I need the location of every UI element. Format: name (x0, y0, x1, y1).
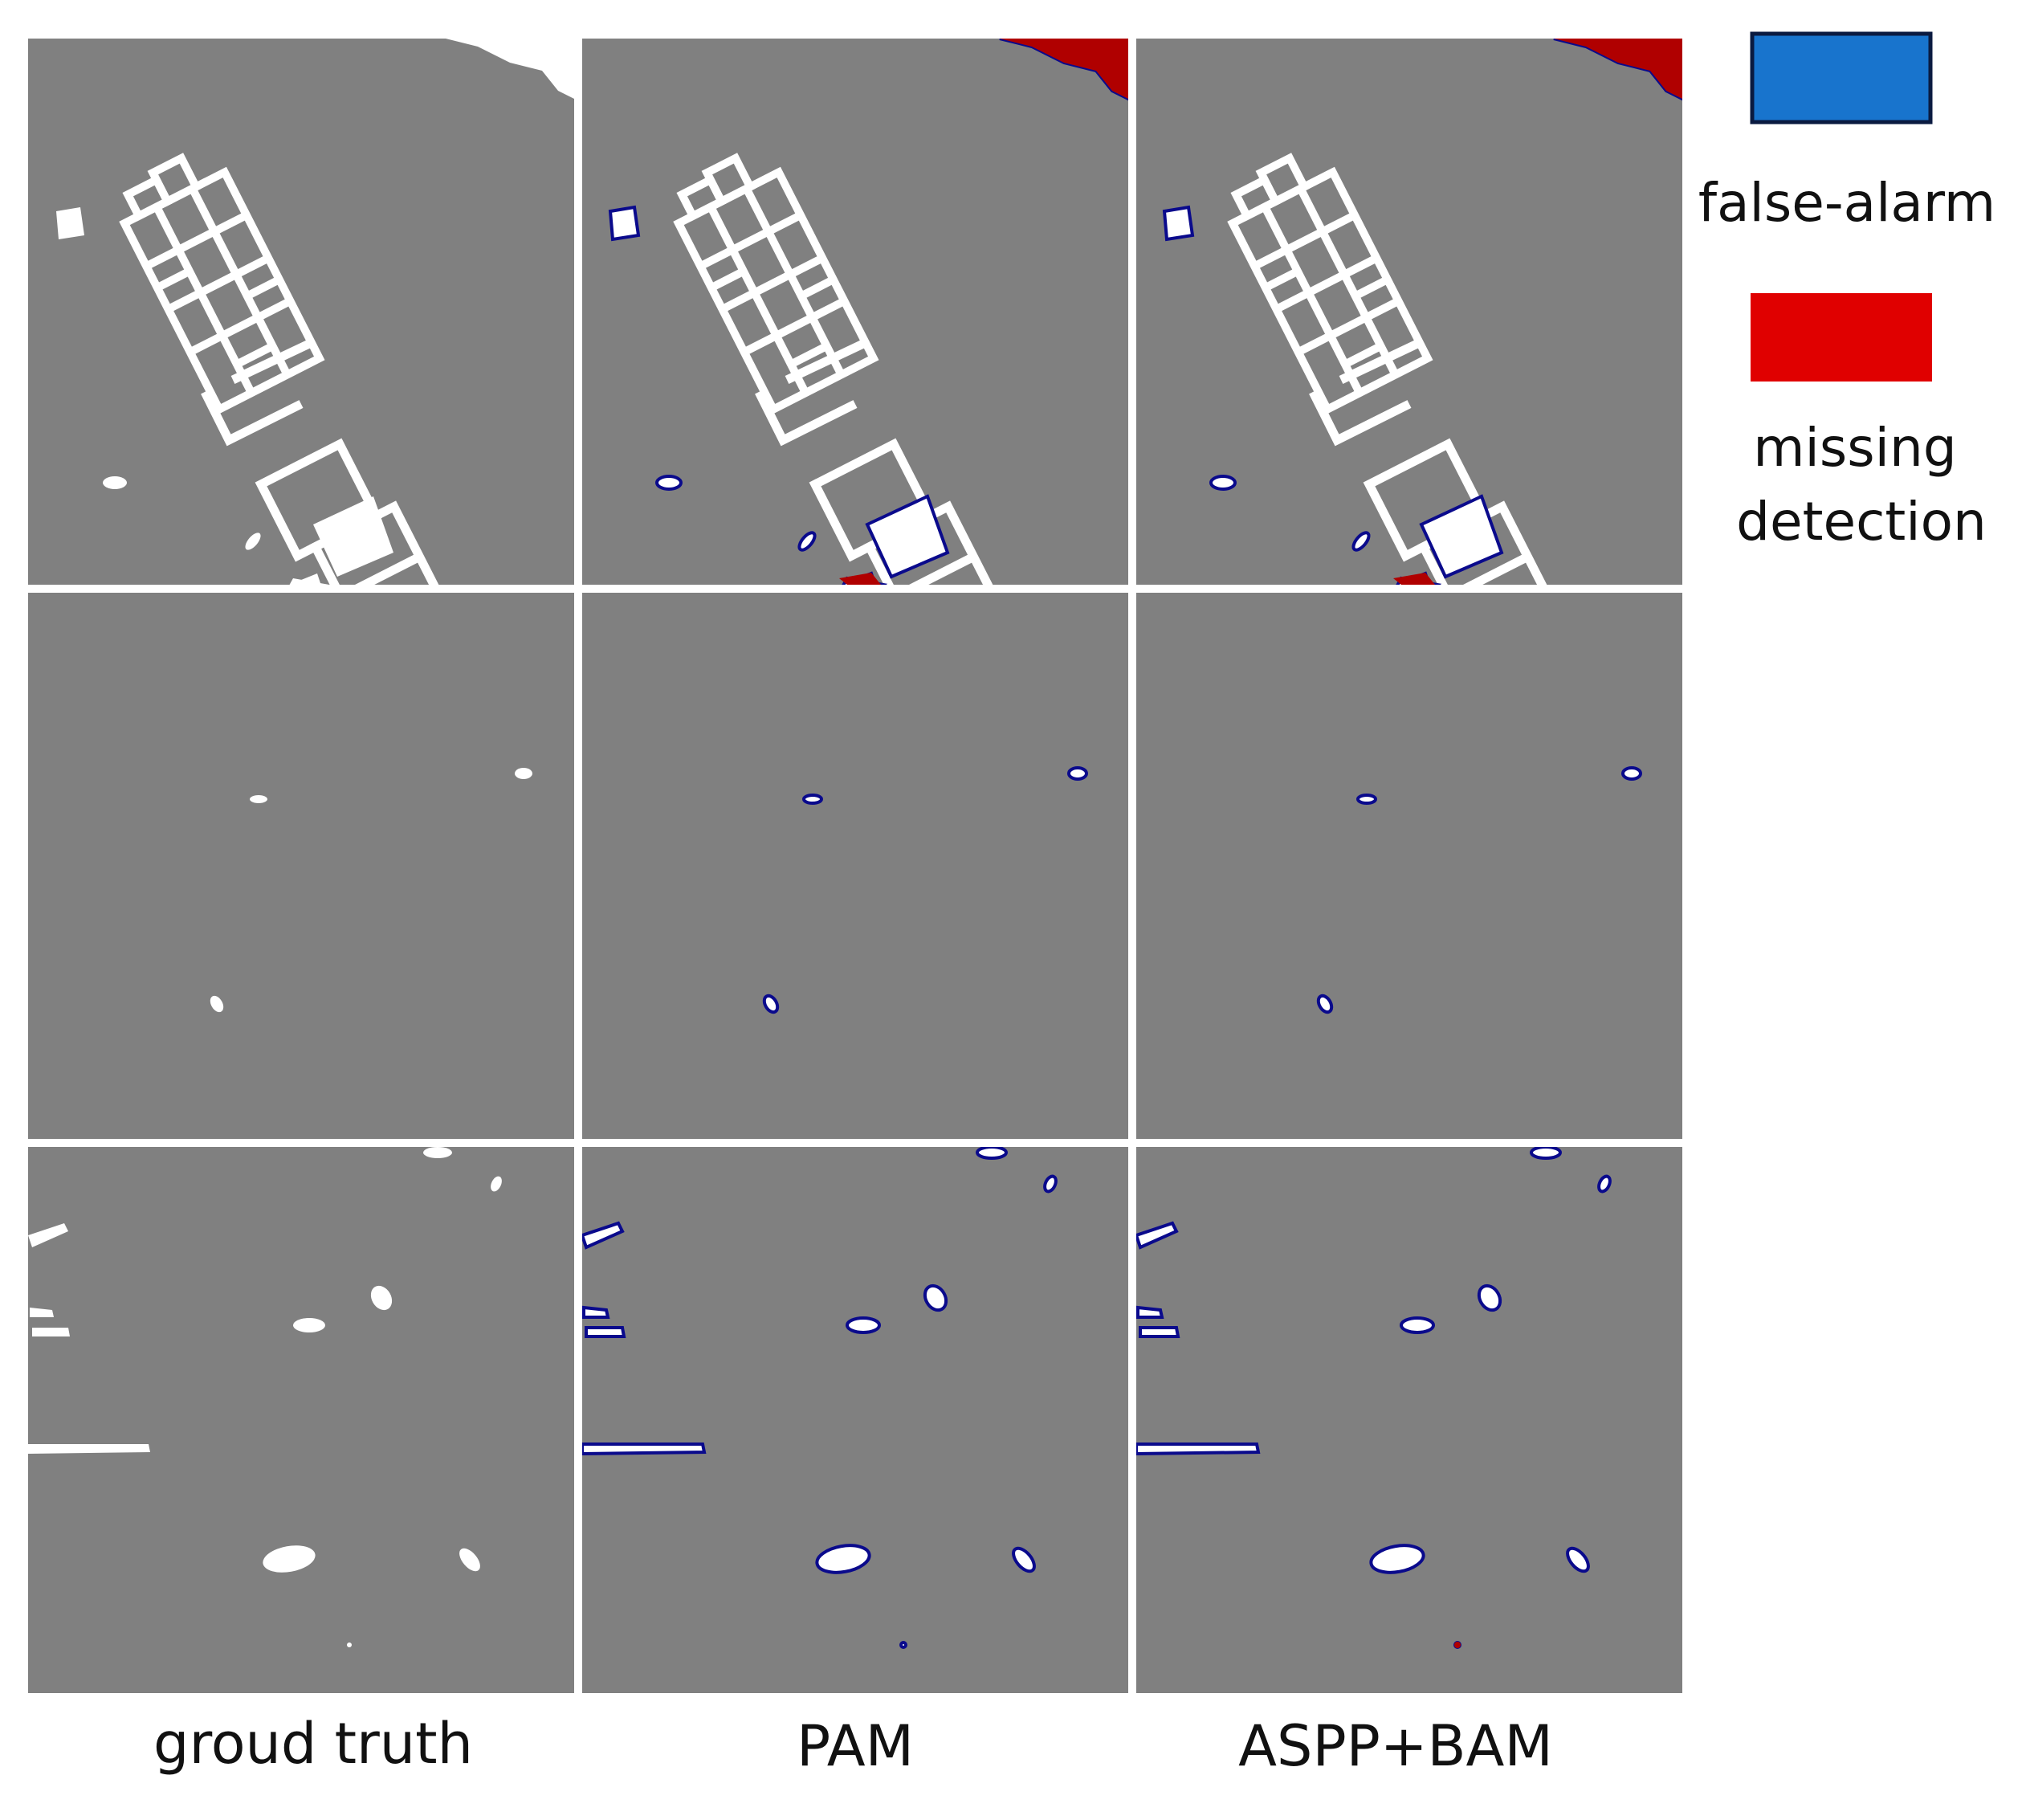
column-label-aspp-bam: ASPP+BAM (1238, 1713, 1553, 1779)
legend-missing-detection-label-line2: detection (1736, 491, 1987, 553)
legend: false-alarm missing detection (1698, 31, 1995, 553)
panel-aspp-row1 (1136, 39, 1682, 585)
legend-false-alarm-label: false-alarm (1698, 172, 1995, 234)
legend-false-alarm-swatch (1750, 31, 1933, 124)
panel-gt-row1 (28, 39, 574, 585)
legend-missing-detection-swatch (1751, 293, 1932, 382)
missing-detection-region (1554, 39, 1682, 99)
panel-gt-row3 (28, 1147, 574, 1693)
column-label-ground-truth: groud truth (153, 1711, 473, 1777)
panel-gt-row2 (28, 593, 574, 1139)
panel-aspp-row3 (1136, 1147, 1682, 1693)
image-grid (28, 39, 1682, 1693)
panel-pam-row3 (582, 1147, 1128, 1693)
missing-detection-region (1000, 39, 1128, 99)
panel-aspp-row2 (1136, 593, 1682, 1139)
panel-pam-row1 (582, 39, 1128, 585)
legend-missing-detection-label-line1: missing (1753, 417, 1956, 479)
panel-pam-row2 (582, 593, 1128, 1139)
column-label-pam: PAM (797, 1713, 914, 1779)
